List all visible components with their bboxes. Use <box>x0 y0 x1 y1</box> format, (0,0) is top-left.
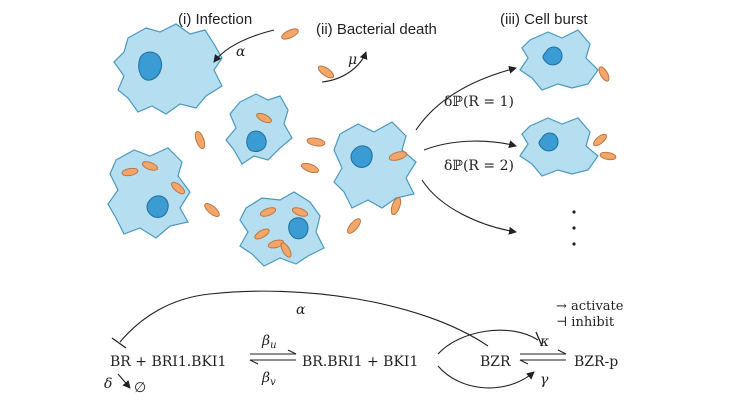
macrophage-cell <box>333 121 417 209</box>
bacterium <box>390 196 402 216</box>
species-left: BR + BRI1.BKI1 <box>110 354 226 370</box>
bacterium <box>291 207 309 217</box>
bacterium <box>141 161 159 171</box>
ellipsis-dot <box>572 226 576 230</box>
bacterium <box>171 181 185 195</box>
burst-arrow-n <box>421 179 517 235</box>
rate-burst2-label: δℙ(R = 2) <box>444 158 514 174</box>
bacterium <box>598 66 610 82</box>
bacterium <box>317 65 335 79</box>
rate-burst1-label: δℙ(R = 1) <box>444 94 514 110</box>
ellipsis-dot <box>572 210 576 214</box>
legend-activate: → activate <box>556 299 624 314</box>
legend: → activate ⊣ inhibit <box>556 299 624 330</box>
inhibition-bar <box>111 337 127 349</box>
macrophage-cell <box>239 191 325 267</box>
forward-harpoon <box>250 349 297 355</box>
beta-v-label: βv <box>261 370 276 388</box>
stage-burst-label: (iii) Cell burst <box>500 11 588 28</box>
species-middle: BR.BRI1 + BKI1 <box>302 354 418 370</box>
beta-u-label: βu <box>261 333 277 351</box>
ellipsis-dot <box>572 242 576 246</box>
bacterium <box>300 162 320 174</box>
reaction-network: α BR + BRI1.BKI1 BR.BRI1 + BKI1 BZR BZR-… <box>104 290 624 396</box>
burst-arrow-1 <box>415 65 517 131</box>
death-arrow <box>321 51 368 83</box>
rate-mu-label: μ <box>348 52 357 68</box>
kappa-label: κ <box>539 334 549 350</box>
bacterium <box>306 137 326 147</box>
empty-set-label: ∅ <box>134 380 146 396</box>
bacterium <box>599 151 617 161</box>
macrophage-cell <box>113 23 223 115</box>
bacterium <box>267 239 285 249</box>
kappa-inhibition-arc <box>437 329 539 355</box>
bacterium <box>280 242 292 258</box>
degradation-arrow <box>117 373 131 389</box>
dephospho-harpoon <box>519 359 566 365</box>
bacterium <box>259 207 277 217</box>
gamma-activation-arc <box>437 365 535 389</box>
bacterium <box>256 112 272 124</box>
bacterium <box>593 133 607 147</box>
legend-inhibit: ⊣ inhibit <box>556 315 615 330</box>
species-bzr-p: BZR-p <box>574 354 618 370</box>
bacterium <box>347 218 361 234</box>
bacterium <box>204 203 220 217</box>
bacterium <box>281 28 299 40</box>
kappa-inhibition-bar <box>535 331 543 347</box>
macrophage-cell <box>225 93 293 165</box>
species-bzr: BZR <box>480 354 511 370</box>
infection-arrow <box>213 29 275 63</box>
gamma-label: γ <box>540 372 549 388</box>
stage-infection-label: (i) Infection <box>178 11 252 28</box>
free-bacteria <box>194 28 402 234</box>
burst-arrow-2 <box>423 140 517 151</box>
alpha-inhibition-arc <box>119 290 489 347</box>
macrophage-cell <box>519 117 617 177</box>
delta-label: δ <box>104 376 112 392</box>
stage-death-label: (ii) Bacterial death <box>316 21 437 38</box>
macrophage-cell <box>107 147 191 239</box>
bacterium <box>121 167 139 177</box>
bacterium <box>194 130 206 150</box>
network-alpha-label: α <box>296 302 306 318</box>
infection-panel: (i) Infection (ii) Bacterial death (iii)… <box>107 11 617 267</box>
bacterium <box>254 228 270 240</box>
macrophage-cell <box>519 29 610 91</box>
bacterium <box>388 151 408 161</box>
rate-alpha-label: α <box>236 44 246 60</box>
phospho-harpoon <box>520 349 567 355</box>
reverse-harpoon <box>249 359 296 365</box>
